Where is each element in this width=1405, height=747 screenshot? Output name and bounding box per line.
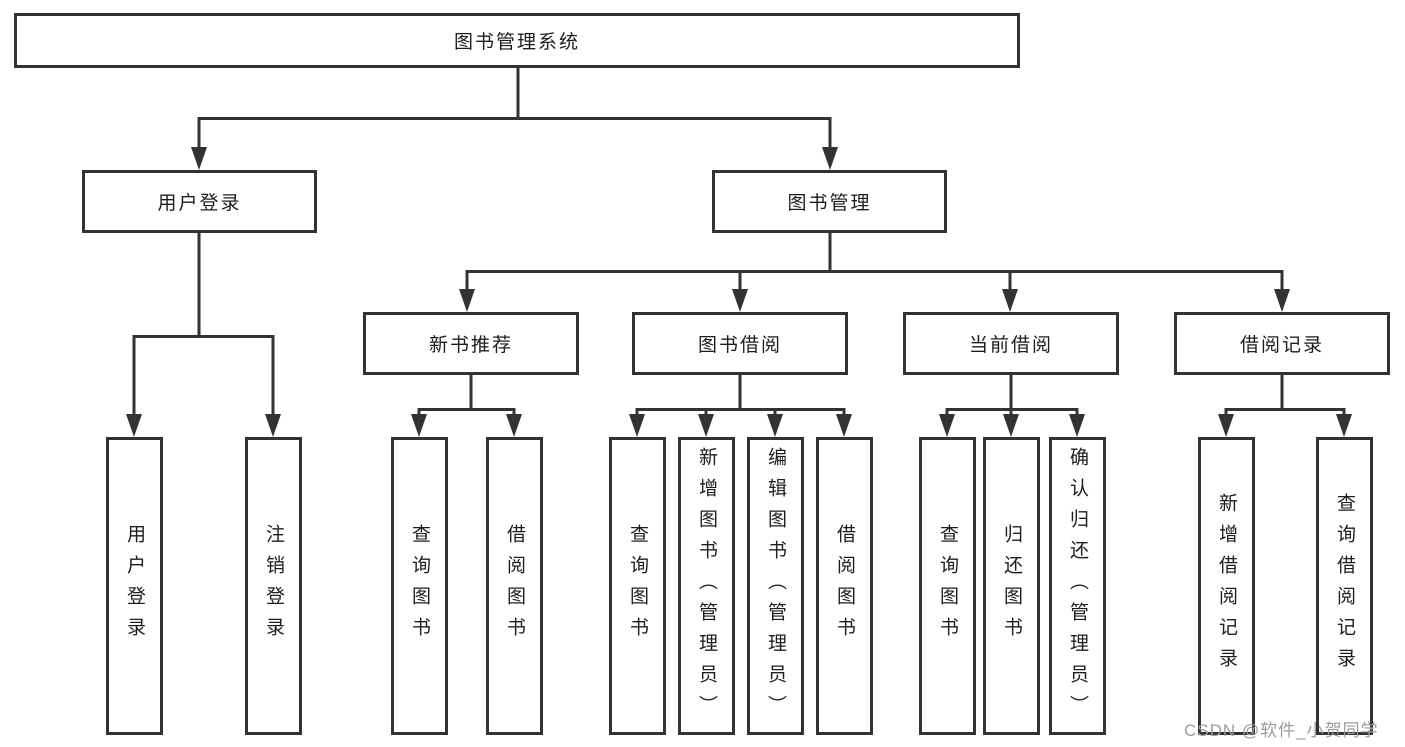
csdn-watermark: CSDN @软件_小贺同学: [1184, 721, 1379, 740]
node-new-book-recommendation: 新书推荐: [363, 312, 579, 375]
leaf-add-borrow-record: 新增借阅记录: [1198, 437, 1255, 735]
node-current-borrowing: 当前借阅: [903, 312, 1119, 375]
leaf-borrow-books-recommend: 借阅图书: [486, 437, 543, 735]
arrowheads: [126, 147, 1352, 437]
node-borrowing-records: 借阅记录: [1174, 312, 1390, 375]
node-user-login: 用户登录: [82, 170, 317, 233]
leaf-borrow-books-borrowing: 借阅图书: [816, 437, 873, 735]
leaf-return-book: 归还图书: [983, 437, 1040, 735]
node-root-library-management-system: 图书管理系统: [14, 13, 1020, 68]
leaf-query-books-borrowing: 查询图书: [609, 437, 666, 735]
leaf-confirm-return-admin: 确认归还（管理员）: [1049, 437, 1106, 735]
node-book-borrowing: 图书借阅: [632, 312, 848, 375]
leaf-query-books-recommend: 查询图书: [391, 437, 448, 735]
leaf-edit-book-admin: 编辑图书（管理员）: [747, 437, 804, 735]
leaf-user-login: 用户登录: [106, 437, 163, 735]
leaf-add-book-admin: 新增图书（管理员）: [678, 437, 735, 735]
leaf-query-books-current: 查询图书: [919, 437, 976, 735]
node-book-management: 图书管理: [712, 170, 947, 233]
leaf-query-borrow-record: 查询借阅记录: [1316, 437, 1373, 735]
leaf-logout: 注销登录: [245, 437, 302, 735]
